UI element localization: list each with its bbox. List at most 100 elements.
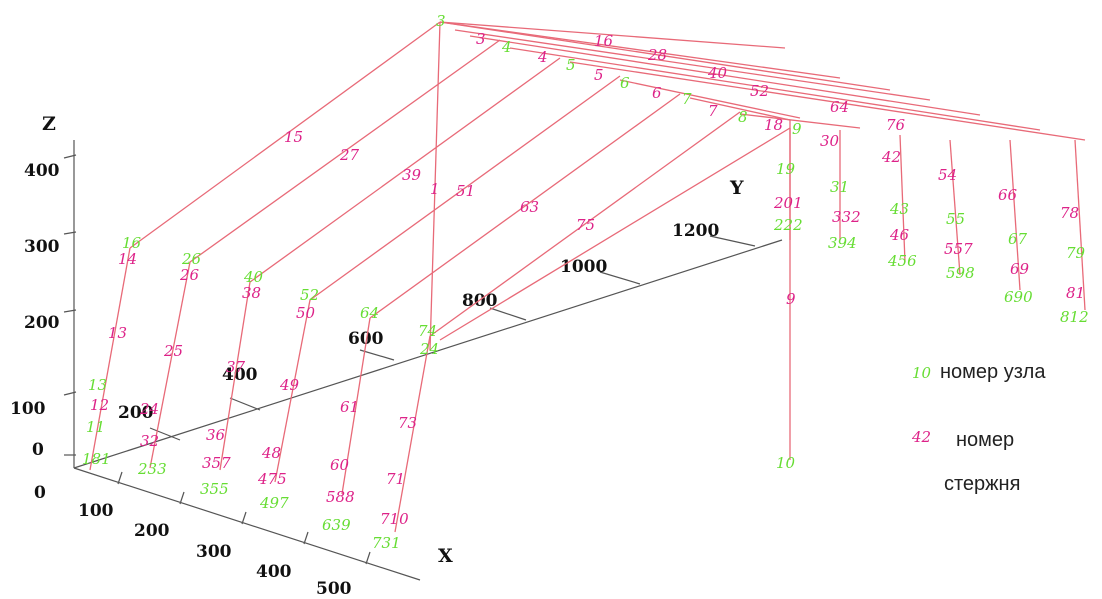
z-tick-0: 0 xyxy=(32,440,44,460)
x-tick-100: 100 xyxy=(78,501,114,521)
bar-number: 24 xyxy=(139,400,159,418)
bar-number: 63 xyxy=(520,198,539,216)
bar-number: 710 xyxy=(380,510,409,528)
bar-number: 39 xyxy=(402,166,422,184)
bar-number: 14 xyxy=(118,250,137,268)
bar-number: 73 xyxy=(398,414,417,432)
y-axis-line xyxy=(73,239,783,469)
bar-number: 3 xyxy=(476,30,486,48)
node-number: 731 xyxy=(372,534,401,552)
node-number: 43 xyxy=(889,200,909,218)
node-number: 233 xyxy=(137,460,167,478)
bar-number: 357 xyxy=(202,454,231,472)
y-tick-1200: 1200 xyxy=(672,221,719,241)
bar-number: 52 xyxy=(750,82,769,100)
node-number: 55 xyxy=(946,210,965,228)
truss-members xyxy=(89,21,1086,533)
bar-number: 18 xyxy=(764,116,783,134)
node-number: 812 xyxy=(1060,308,1089,326)
node-number: 31 xyxy=(830,178,849,196)
bar-number: 64 xyxy=(830,98,849,116)
node-number: 74 xyxy=(418,322,437,340)
x-tick-200: 200 xyxy=(134,521,170,541)
bar-number: 25 xyxy=(163,342,183,360)
bar-number: 49 xyxy=(279,376,300,394)
bar-number: 332 xyxy=(832,208,861,226)
legend-node-sample: 10 xyxy=(912,364,932,382)
node-number: 40 xyxy=(243,268,264,286)
node-number: 13 xyxy=(88,376,107,394)
bar-number: 7 xyxy=(708,102,718,120)
node-number: 497 xyxy=(259,494,289,512)
bar-number: 5 xyxy=(594,66,604,84)
y-tick-400: 400 xyxy=(222,365,258,385)
node-number: 11 xyxy=(86,418,105,436)
node-number: 3 xyxy=(436,12,446,30)
node-number: 181 xyxy=(82,450,111,468)
node-number: 8 xyxy=(738,108,748,126)
node-number: 10 xyxy=(776,454,796,472)
bar-number: 32 xyxy=(140,432,159,450)
bar-number: 76 xyxy=(886,116,906,134)
bar-number: 28 xyxy=(647,46,667,64)
bar-number: 9 xyxy=(786,290,796,308)
node-number: 690 xyxy=(1004,288,1033,306)
bar-number: 38 xyxy=(242,284,261,302)
bar-number: 26 xyxy=(179,266,200,284)
bar-number: 15 xyxy=(284,128,303,146)
bar-number: 54 xyxy=(938,166,957,184)
node-number: 5 xyxy=(566,56,576,74)
x-tick-500: 500 xyxy=(316,579,352,599)
bar-number: 61 xyxy=(340,398,359,416)
x-axis-label: X xyxy=(438,545,453,567)
bar-number: 1 xyxy=(430,180,440,198)
bar-number: 36 xyxy=(206,426,226,444)
node-number: 394 xyxy=(828,234,857,252)
legend: 10 номер узла 42 номер стержня xyxy=(911,361,1046,495)
y-tick-1000: 1000 xyxy=(560,257,607,277)
bar-number: 60 xyxy=(330,456,350,474)
bar-number: 66 xyxy=(998,186,1018,204)
bar-number: 12 xyxy=(90,396,109,414)
bar-number: 75 xyxy=(576,216,595,234)
bar-number: 6 xyxy=(652,84,662,102)
node-number: 19 xyxy=(776,160,796,178)
node-number: 24 xyxy=(419,340,439,358)
bar-number: 69 xyxy=(1010,260,1030,278)
z-tick-300: 300 xyxy=(24,237,60,257)
legend-bar-text-2: стержня xyxy=(944,473,1020,495)
bar-number: 81 xyxy=(1066,284,1085,302)
bar-number: 71 xyxy=(386,470,405,488)
x-axis-line xyxy=(73,467,421,581)
bar-number: 30 xyxy=(820,132,840,150)
node-number: 16 xyxy=(122,234,142,252)
node-number: 6 xyxy=(620,74,630,92)
node-number: 64 xyxy=(360,304,379,322)
legend-node-text: номер узла xyxy=(940,361,1046,383)
legend-bar-sample: 42 xyxy=(911,428,931,446)
x-tick-400: 400 xyxy=(256,562,292,582)
node-number: 79 xyxy=(1066,244,1086,262)
node-number: 7 xyxy=(682,90,692,108)
bar-number: 78 xyxy=(1060,204,1079,222)
y-axis-ticks xyxy=(149,235,756,441)
z-axis-ticks xyxy=(63,154,77,456)
y-axis-label: Y xyxy=(729,177,744,199)
bar-number: 557 xyxy=(944,240,973,258)
bar-number: 42 xyxy=(881,148,901,166)
node-number: 67 xyxy=(1008,230,1028,248)
bar-number: 475 xyxy=(257,470,287,488)
bar-number: 40 xyxy=(707,64,728,82)
bar-number: 4 xyxy=(537,48,548,66)
x-tick-0: 0 xyxy=(34,483,46,503)
node-number: 4 xyxy=(501,38,512,56)
bar-number: 588 xyxy=(326,488,355,506)
y-tick-200: 200 xyxy=(118,403,154,423)
node-number: 598 xyxy=(946,264,975,282)
bar-number: 37 xyxy=(226,358,246,376)
node-number: 222 xyxy=(773,216,803,234)
bar-number: 48 xyxy=(261,444,281,462)
node-number: 9 xyxy=(792,120,802,138)
node-number: 355 xyxy=(200,480,229,498)
